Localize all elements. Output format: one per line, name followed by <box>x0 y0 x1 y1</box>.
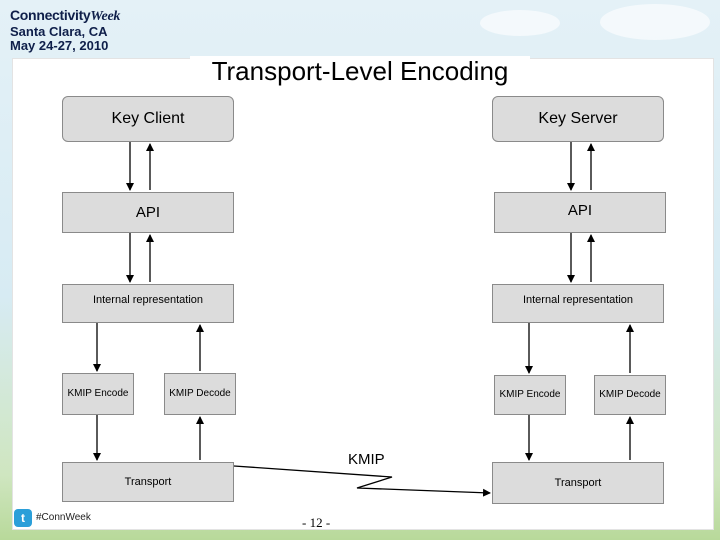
client-decode-box: KMIP Decode <box>164 373 236 415</box>
event-dates: May 24-27, 2010 <box>10 38 109 53</box>
server-encode-box: KMIP Encode <box>494 375 566 415</box>
background-cloud <box>600 4 710 40</box>
server-decode-box: KMIP Decode <box>594 375 666 415</box>
background-cloud <box>480 10 560 36</box>
server-internal-box: Internal representation <box>492 284 664 323</box>
client-internal-box: Internal representation <box>62 284 234 323</box>
page-number: - 12 - <box>302 515 331 530</box>
client-api-box: API <box>62 192 234 233</box>
server-api-box: API <box>494 192 666 233</box>
event-location: Santa Clara, CA <box>10 24 108 39</box>
server-transport-box: Transport <box>492 462 664 504</box>
client-transport-box: Transport <box>62 462 234 502</box>
twitter-handle: #ConnWeek <box>36 512 91 523</box>
twitter-icon: t <box>14 509 32 527</box>
kmip-link-label: KMIP <box>348 451 385 468</box>
brand-suffix: Week <box>90 9 121 24</box>
key-client-box: Key Client <box>62 96 234 142</box>
key-server-box: Key Server <box>492 96 664 142</box>
brand-logo: ConnectivityWeek Santa Clara, CA May 24-… <box>10 8 120 52</box>
brand-prefix: Connectivity <box>10 7 91 23</box>
kmip-link-arrow <box>233 465 491 497</box>
slide-title: Transport-Level Encoding <box>190 56 530 87</box>
client-encode-box: KMIP Encode <box>62 373 134 415</box>
